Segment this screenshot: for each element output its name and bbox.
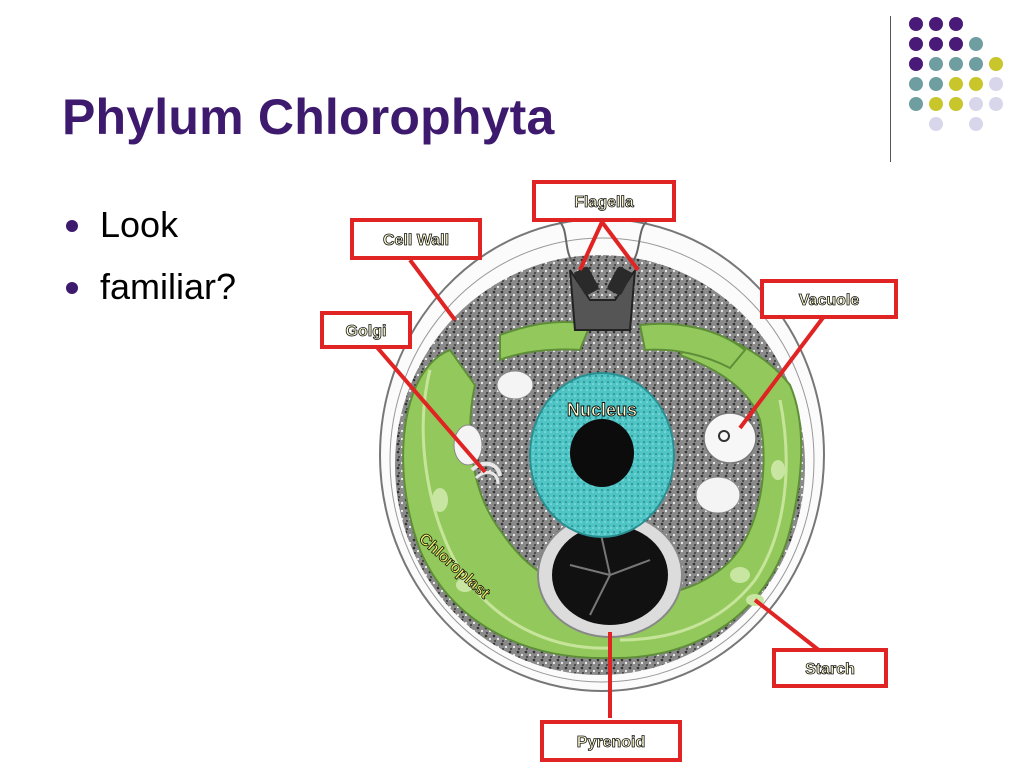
golgi-body	[474, 470, 500, 485]
flagellum	[557, 219, 576, 267]
decorative-dot	[949, 77, 963, 91]
basal-body-rod	[574, 266, 599, 296]
decorative-dot	[949, 97, 963, 111]
decorative-dot	[949, 37, 963, 51]
decorative-dot	[969, 37, 983, 51]
cell-diagram: Flagella Cell Wall Golgi Vacuole Nucleus…	[320, 180, 898, 762]
decorative-dot	[989, 57, 1003, 71]
chloroplast-lobe	[499, 321, 592, 362]
starch-grain	[456, 578, 474, 592]
decorative-dot	[929, 57, 943, 71]
decorative-dot	[929, 77, 943, 91]
svg-text:Pyrenoid: Pyrenoid	[577, 734, 645, 751]
bullet-dot-icon	[66, 220, 78, 232]
decorative-dot	[929, 97, 943, 111]
svg-text:Starch: Starch	[805, 661, 855, 678]
label-vacuole: Vacuole	[760, 279, 898, 319]
decorative-dot	[949, 57, 963, 71]
bullet-item: Look	[62, 200, 236, 262]
decorative-dot	[949, 17, 963, 31]
basal-body	[569, 269, 636, 331]
contractile-vacuole	[703, 412, 757, 464]
small-vacuole	[695, 476, 741, 514]
label-nucleus: Nucleus	[567, 400, 638, 421]
decorative-dot	[969, 77, 983, 91]
golgi-body	[470, 461, 502, 477]
thylakoid-line	[619, 399, 788, 642]
decorative-dot	[929, 37, 943, 51]
slide-title: Phylum Chlorophyta	[62, 89, 555, 145]
decorative-divider	[890, 16, 891, 162]
bullet-text: Look	[100, 204, 179, 245]
decorative-dot	[909, 57, 923, 71]
small-vacuole	[496, 370, 534, 400]
pyrenoid-detail	[569, 529, 651, 616]
chloroplast-lobe	[638, 322, 747, 370]
vacuole-detail	[718, 430, 730, 442]
bullet-item: familiar?	[62, 262, 236, 324]
svg-text:Flagella: Flagella	[574, 194, 634, 211]
svg-text:Nucleus: Nucleus	[567, 400, 637, 420]
decorative-dot	[909, 37, 923, 51]
label-cell-wall: Cell Wall	[350, 218, 482, 260]
decorative-dot	[909, 97, 923, 111]
small-vacuole	[453, 424, 483, 466]
bullet-list: Look familiar?	[62, 200, 236, 324]
basal-body-rod	[607, 266, 632, 296]
label-flagella: Flagella	[532, 180, 676, 222]
nucleolus	[570, 419, 634, 487]
label-pyrenoid: Pyrenoid	[540, 720, 682, 762]
thylakoid-line	[421, 369, 611, 650]
decorative-dot	[929, 117, 943, 131]
decorative-dot	[969, 97, 983, 111]
cell-membrane	[389, 237, 815, 683]
decorative-dot	[909, 17, 923, 31]
svg-text:Vacuole: Vacuole	[799, 292, 860, 309]
decorative-dot	[909, 77, 923, 91]
label-golgi: Golgi	[320, 311, 412, 349]
starch-grain	[432, 488, 448, 512]
decorative-dot	[989, 97, 1003, 111]
decorative-dot	[969, 117, 983, 131]
svg-text:Cell Wall: Cell Wall	[383, 232, 449, 249]
label-starch: Starch	[772, 648, 888, 688]
decorative-dot	[969, 57, 983, 71]
starch-grain	[771, 460, 785, 480]
decorative-dot-grid	[909, 17, 1003, 131]
starch-grain	[730, 567, 750, 583]
bullet-text: familiar?	[100, 266, 237, 307]
svg-text:Golgi: Golgi	[346, 323, 387, 340]
bullet-dot-icon	[66, 282, 78, 294]
decorative-dot	[989, 77, 1003, 91]
decorative-dot	[929, 17, 943, 31]
pointer-lines	[373, 220, 827, 718]
